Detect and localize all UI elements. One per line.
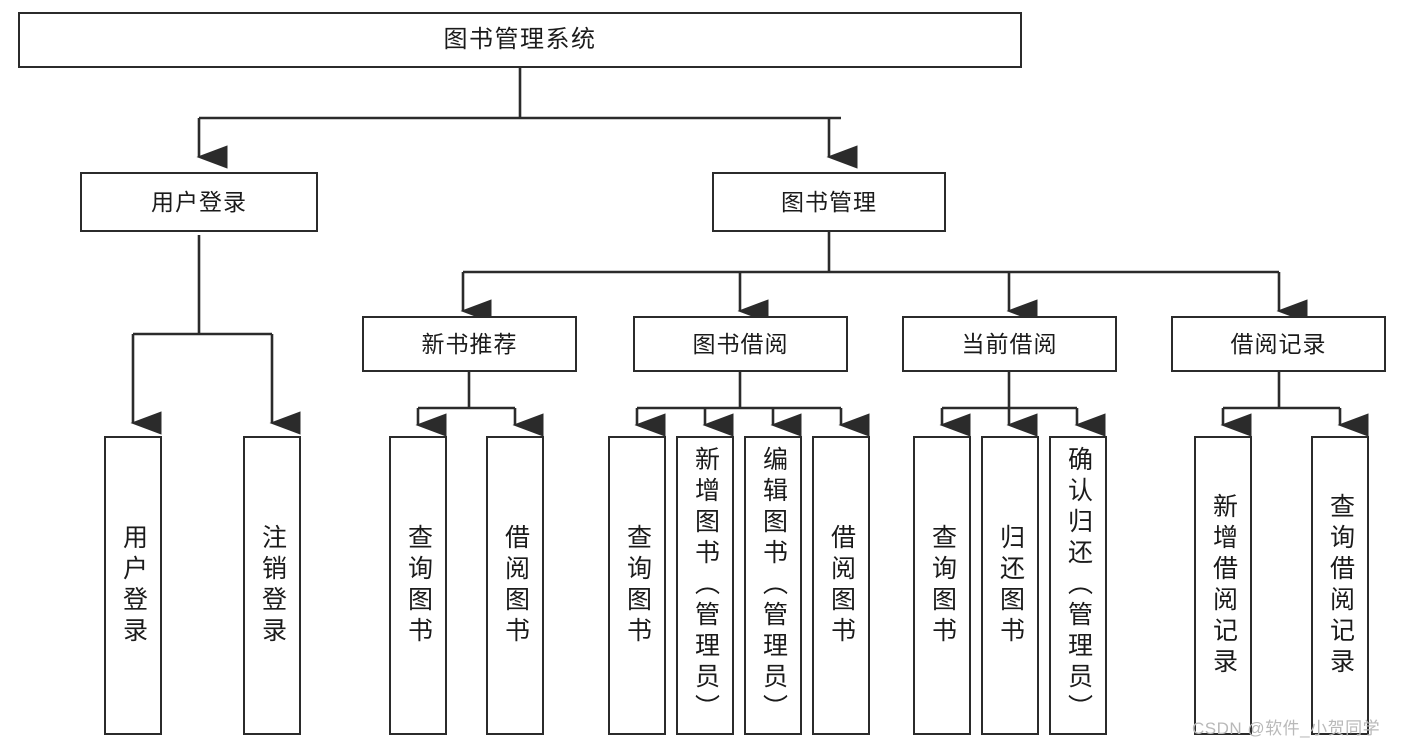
node-leaf-confirm-return-label: 确认归还（管理员）	[1064, 446, 1093, 725]
node-root-label: 图书管理系统	[443, 26, 597, 54]
node-leaf-edit-book[interactable]: 编辑图书（管理员）	[744, 436, 802, 735]
node-new-book-rec[interactable]: 新书推荐	[362, 316, 577, 372]
node-book-borrow-label: 图书借阅	[692, 330, 789, 357]
node-leaf-return-book[interactable]: 归还图书	[981, 436, 1039, 735]
node-leaf-query-book-3[interactable]: 查询图书	[913, 436, 971, 735]
node-leaf-query-record-label: 查询借阅记录	[1326, 492, 1355, 679]
node-borrow-record-label: 借阅记录	[1230, 330, 1327, 357]
csdn-watermark: CSDN @软件_小贺同学	[1192, 719, 1381, 738]
node-leaf-borrow-book-1[interactable]: 借阅图书	[486, 436, 544, 735]
node-book-manage-label: 图书管理	[781, 188, 877, 215]
node-leaf-borrow-book-2-label: 借阅图书	[827, 523, 856, 648]
node-user-login-label: 用户登录	[151, 188, 247, 215]
node-leaf-user-login[interactable]: 用户登录	[104, 436, 162, 735]
node-leaf-query-book-1-label: 查询图书	[404, 523, 433, 648]
node-root[interactable]: 图书管理系统	[18, 12, 1022, 68]
node-leaf-return-book-label: 归还图书	[996, 523, 1025, 648]
node-book-borrow[interactable]: 图书借阅	[633, 316, 848, 372]
node-leaf-user-logout[interactable]: 注销登录	[243, 436, 301, 735]
node-borrow-record[interactable]: 借阅记录	[1171, 316, 1386, 372]
node-leaf-add-book[interactable]: 新增图书（管理员）	[676, 436, 734, 735]
node-leaf-add-book-label: 新增图书（管理员）	[691, 446, 720, 725]
node-leaf-query-book-2-label: 查询图书	[623, 523, 652, 648]
node-leaf-add-record[interactable]: 新增借阅记录	[1194, 436, 1252, 735]
node-leaf-query-book-1[interactable]: 查询图书	[389, 436, 447, 735]
node-leaf-edit-book-label: 编辑图书（管理员）	[759, 446, 788, 725]
node-leaf-query-record[interactable]: 查询借阅记录	[1311, 436, 1369, 735]
node-leaf-user-login-label: 用户登录	[119, 523, 148, 648]
node-leaf-query-book-2[interactable]: 查询图书	[608, 436, 666, 735]
node-current-borrow-label: 当前借阅	[961, 330, 1058, 357]
node-leaf-user-logout-label: 注销登录	[258, 523, 287, 648]
node-current-borrow[interactable]: 当前借阅	[902, 316, 1117, 372]
node-book-manage[interactable]: 图书管理	[712, 172, 946, 232]
node-leaf-borrow-book-1-label: 借阅图书	[501, 523, 530, 648]
node-leaf-borrow-book-2[interactable]: 借阅图书	[812, 436, 870, 735]
node-leaf-query-book-3-label: 查询图书	[928, 523, 957, 648]
node-leaf-confirm-return[interactable]: 确认归还（管理员）	[1049, 436, 1107, 735]
node-user-login[interactable]: 用户登录	[80, 172, 318, 232]
node-leaf-add-record-label: 新增借阅记录	[1209, 492, 1238, 679]
node-new-book-rec-label: 新书推荐	[421, 330, 518, 357]
